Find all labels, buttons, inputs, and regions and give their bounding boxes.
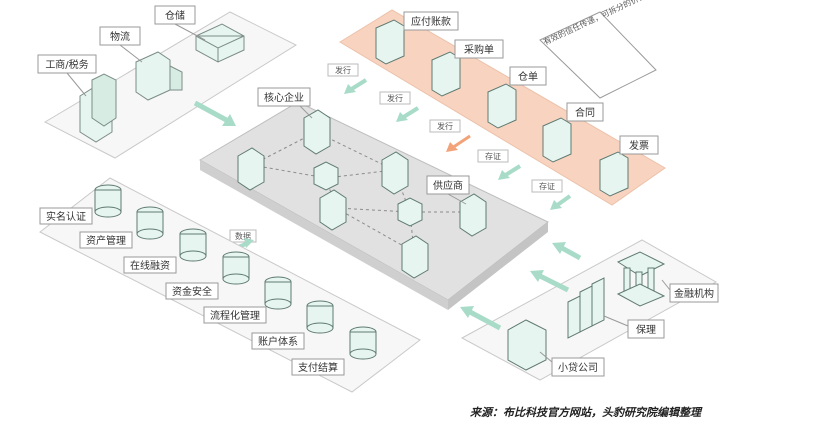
truck-icon: [135, 51, 183, 101]
database-icon: [349, 326, 377, 360]
note-box: 有效的信任传递，可拆分的价值流通平台: [539, 0, 676, 99]
svg-text:工商/税务: 工商/税务: [45, 58, 88, 71]
service-labels: 实名认证 资产管理 在线融资 资金安全 流程化管理 账户体系 支付结算: [39, 207, 345, 376]
top-left-platform: 仓储 物流 工商/税务: [37, 5, 298, 159]
svg-text:保理: 保理: [636, 323, 656, 336]
finance-arrows: [460, 242, 582, 331]
label-core-company: 核心企业: [257, 87, 311, 107]
enterprise-building-icon: [401, 235, 429, 279]
doc-purchase-order: 采购单: [431, 39, 504, 97]
svg-text:仓单: 仓单: [518, 70, 538, 83]
svg-text:资金安全: 资金安全: [172, 285, 212, 298]
database-icon: [136, 206, 164, 240]
label-supplier: 供应商: [426, 175, 470, 195]
finance-labels: 金融机构 保理 小贷公司: [539, 279, 719, 377]
svg-text:发行: 发行: [437, 121, 453, 131]
person-node-icon: [397, 197, 423, 227]
database-icon: [94, 184, 122, 218]
enterprise-building-icon: [381, 151, 409, 195]
database-icon: [222, 251, 250, 285]
svg-text:发行: 发行: [335, 65, 351, 75]
svg-text:发票: 发票: [629, 139, 649, 152]
svg-text:支付结算: 支付结算: [298, 361, 338, 374]
svg-text:物流: 物流: [110, 30, 130, 43]
svg-text:采购单: 采购单: [464, 43, 494, 56]
flow-tags: 发行 发行 发行 存证 存证: [327, 63, 572, 210]
label-warehouse: 仓储: [154, 5, 196, 25]
supplier-building-icon: [459, 193, 487, 237]
database-icon: [306, 300, 334, 334]
svg-text:账户体系: 账户体系: [258, 335, 298, 348]
doc-contract: 合同: [542, 102, 604, 163]
svg-text:实名认证: 实名认证: [46, 210, 86, 223]
svg-text:存证: 存证: [485, 151, 501, 161]
svg-text:存证: 存证: [539, 181, 555, 191]
enterprise-building-icon: [237, 147, 265, 191]
svg-text:流程化管理: 流程化管理: [210, 309, 260, 322]
database-icon: [179, 228, 207, 262]
arrow-topleft-to-center: [193, 100, 236, 126]
svg-text:应付账款: 应付账款: [411, 15, 451, 28]
label-logistics: 物流: [99, 26, 141, 46]
svg-text:数据: 数据: [235, 231, 251, 241]
svg-text:金融机构: 金融机构: [674, 287, 714, 300]
microloan-building-icon: [507, 319, 547, 371]
services-platform: [39, 177, 421, 393]
svg-text:合同: 合同: [575, 106, 595, 119]
factoring-chart-icon: [567, 277, 605, 339]
bank-icon: [616, 251, 666, 307]
doc-warehouse-receipt: 仓单: [487, 66, 547, 129]
database-icon: [264, 276, 292, 310]
svg-text:仓储: 仓储: [165, 9, 185, 22]
doc-payables: 应付账款: [375, 11, 459, 65]
doc-invoice: 发票: [599, 135, 659, 197]
label-commerce-tax: 工商/税务: [37, 54, 97, 74]
core-panel: 核心企业 供应商: [199, 87, 549, 310]
svg-text:资产管理: 资产管理: [86, 234, 126, 247]
svg-text:小贷公司: 小贷公司: [558, 361, 598, 374]
source-caption: 来源：布比科技官方网站，头豹研究院编辑整理: [470, 406, 701, 419]
svg-text:在线融资: 在线融资: [130, 259, 170, 272]
service-cylinders: [94, 184, 377, 360]
warehouse-icon: [195, 23, 245, 63]
svg-text:供应商: 供应商: [433, 179, 463, 192]
core-company-icon: [303, 109, 331, 155]
enterprise-building-icon: [319, 189, 347, 231]
svg-text:发行: 发行: [387, 93, 403, 103]
tax-building-icon: [79, 73, 117, 143]
person-node-icon: [313, 161, 339, 191]
svg-text:核心企业: 核心企业: [264, 91, 304, 104]
